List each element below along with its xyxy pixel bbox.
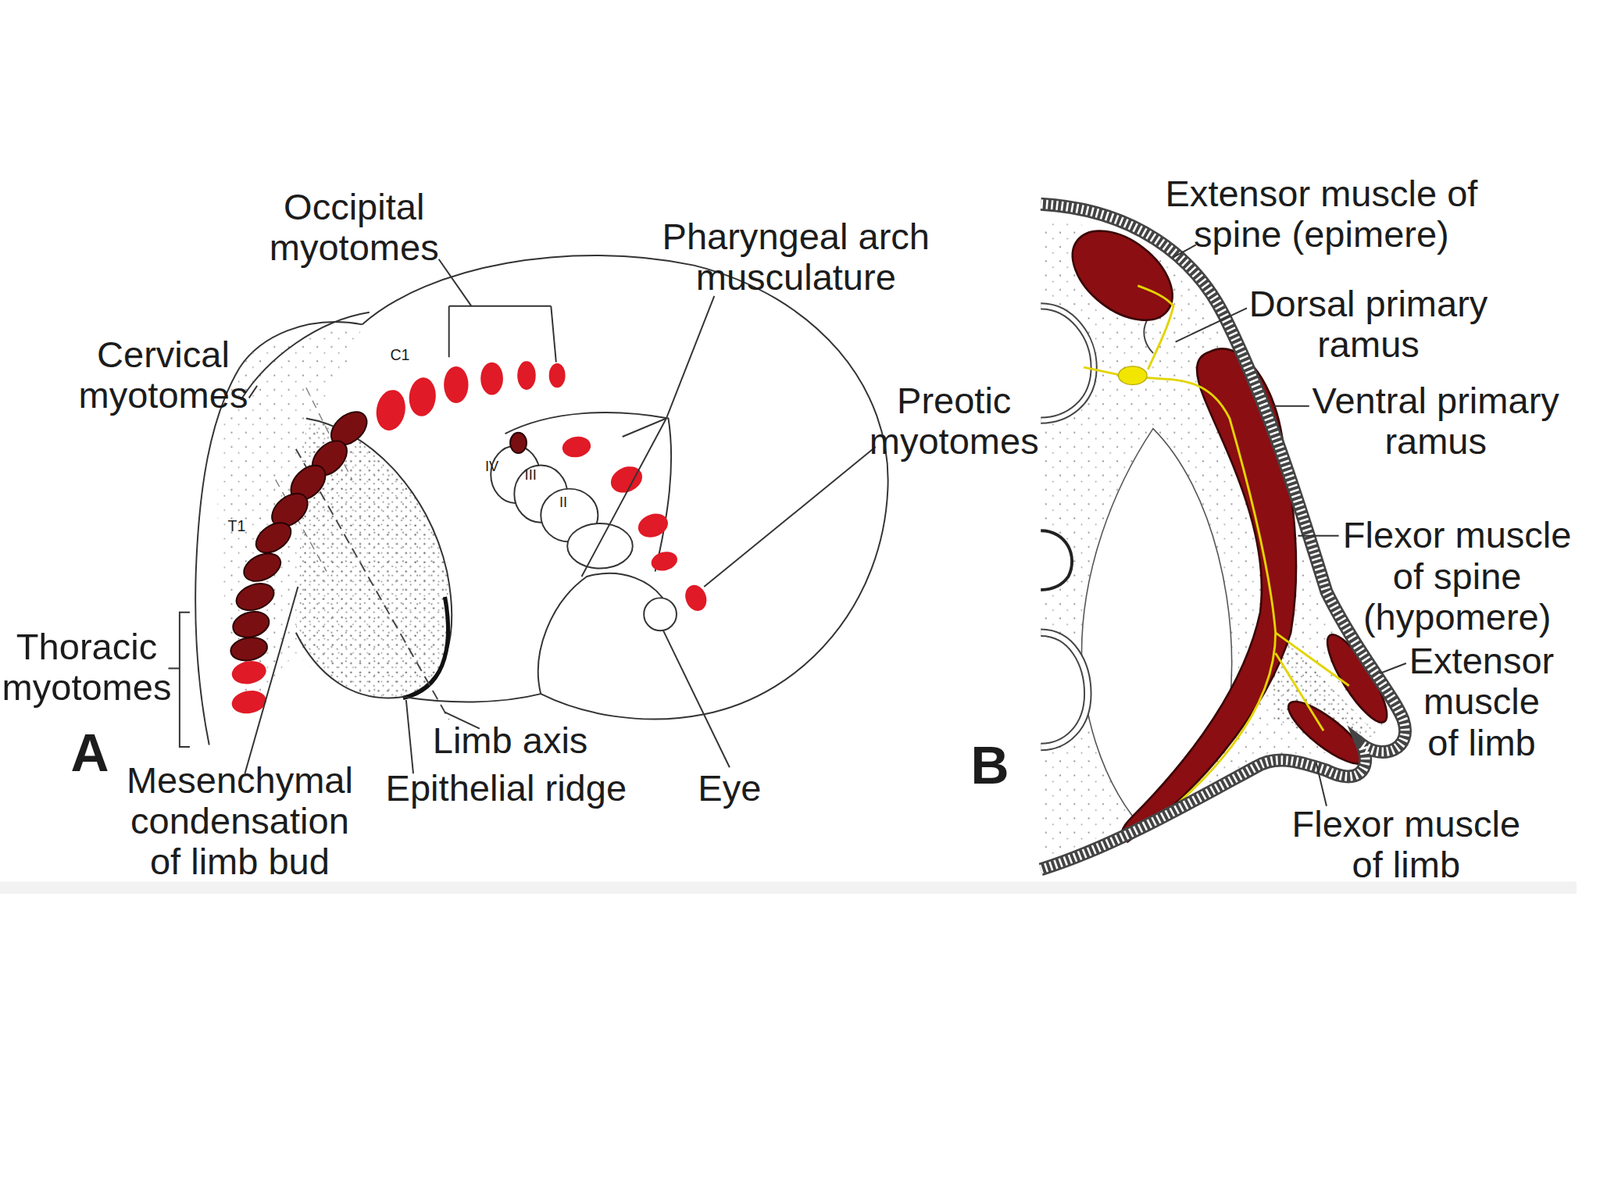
eye-outline	[643, 597, 677, 631]
bracket	[240, 312, 370, 400]
myotome	[228, 634, 269, 663]
neural-tube	[1040, 306, 1094, 421]
structure-label: Limb axis	[407, 720, 612, 761]
leader-line	[439, 259, 557, 363]
figure-stage: Occipital myotomesCervical myotomes Phary…	[0, 0, 1600, 919]
arch-number: II	[547, 494, 579, 511]
segment-number: C1	[379, 346, 421, 364]
leader-line	[703, 446, 875, 587]
epithelial-ridge	[403, 596, 449, 698]
head-outline	[362, 255, 889, 720]
pharyngeal-arch	[567, 523, 633, 568]
myotome	[510, 432, 527, 454]
myotome	[682, 582, 711, 615]
leader-line	[406, 700, 414, 774]
myotome	[229, 658, 268, 687]
body-outline	[403, 693, 541, 702]
label-layer: Occipital myotomesCervical myotomes Phary…	[0, 0, 1600, 919]
myotome	[649, 549, 680, 574]
panel-letter: B	[959, 736, 1021, 794]
structure-label: Extensor muscle of spine (epimere)	[1147, 173, 1495, 255]
gut-wall	[1040, 632, 1088, 747]
segment-number: T1	[216, 518, 258, 536]
background-band	[0, 881, 1577, 894]
nerve	[1083, 285, 1350, 833]
gut-wall	[1040, 632, 1088, 747]
structure-label: Occipital myotomes	[252, 186, 457, 268]
face-outline	[538, 573, 666, 694]
leader-line	[244, 586, 298, 774]
structure-label: Cervical myotomes	[66, 334, 261, 416]
structure-label: Mesenchymal condensation of limb bud	[117, 760, 362, 883]
structure-label: Thoracic myotomes	[0, 626, 184, 708]
structure-label: Extensor muscle of limb	[1405, 640, 1559, 764]
bracket	[168, 612, 190, 747]
neural-tube	[1040, 306, 1094, 421]
myotome	[635, 509, 672, 541]
leader-line	[581, 296, 715, 577]
myotome	[517, 360, 536, 390]
structure-label: Flexor muscle of limb	[1283, 803, 1529, 886]
notochord	[1040, 530, 1072, 590]
myotome	[443, 366, 468, 404]
myotome	[560, 434, 593, 460]
structure-label: Pharyngeal arch musculature	[650, 216, 942, 298]
structure-label: Preotic myotomes	[857, 380, 1051, 462]
arch-number: III	[515, 467, 547, 483]
myotome	[232, 578, 278, 615]
myotome	[239, 548, 286, 587]
structure-label: Dorsal primary ramus	[1235, 283, 1502, 365]
structure-label: Ventral primary ramus	[1297, 380, 1574, 462]
arch-region-outline	[505, 412, 672, 572]
segment-line	[275, 387, 353, 572]
myotome	[230, 607, 273, 641]
structure-label: Flexor muscle of spine (hypomere)	[1336, 515, 1578, 639]
myotome	[480, 362, 504, 396]
spinal-ganglion	[1118, 366, 1148, 386]
panel-letter: A	[59, 724, 121, 782]
structure-label: Eye	[678, 768, 782, 810]
myotome	[250, 516, 297, 559]
myotome	[407, 376, 438, 418]
myotome	[373, 387, 409, 433]
structure-label: Epithelial ridge	[368, 768, 645, 810]
arch-number: IV	[476, 459, 508, 475]
leader-line	[663, 630, 730, 768]
myotome	[549, 363, 566, 388]
